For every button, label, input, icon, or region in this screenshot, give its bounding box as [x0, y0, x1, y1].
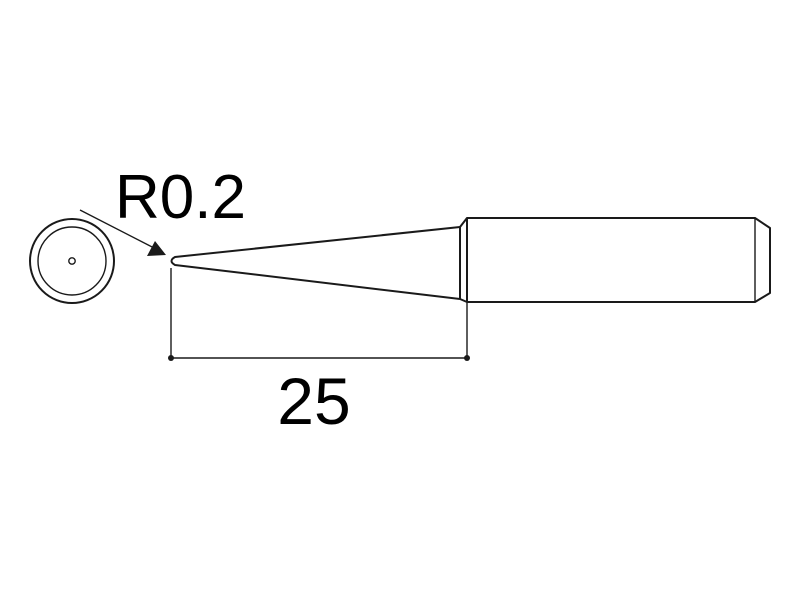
- tapered-cone: [170, 226, 461, 300]
- dimension-end-dot-left: [168, 355, 174, 361]
- length-dimension-label: 25: [277, 364, 350, 438]
- tip-shank: [459, 217, 771, 303]
- tip-end-view: [29, 218, 115, 304]
- length-dimension: 25: [168, 268, 470, 438]
- radius-callout: R0.2: [79, 163, 246, 256]
- radius-arrowhead: [147, 241, 166, 256]
- end-view-outer-circle: [29, 218, 115, 304]
- end-view-center-dot: [68, 257, 76, 265]
- dimension-end-dot-right: [464, 355, 470, 361]
- radius-leader-line: [79, 209, 159, 251]
- end-view-inner-circle: [37, 226, 107, 296]
- tip-side-view: [170, 217, 771, 303]
- tip-radius-label: R0.2: [115, 163, 246, 232]
